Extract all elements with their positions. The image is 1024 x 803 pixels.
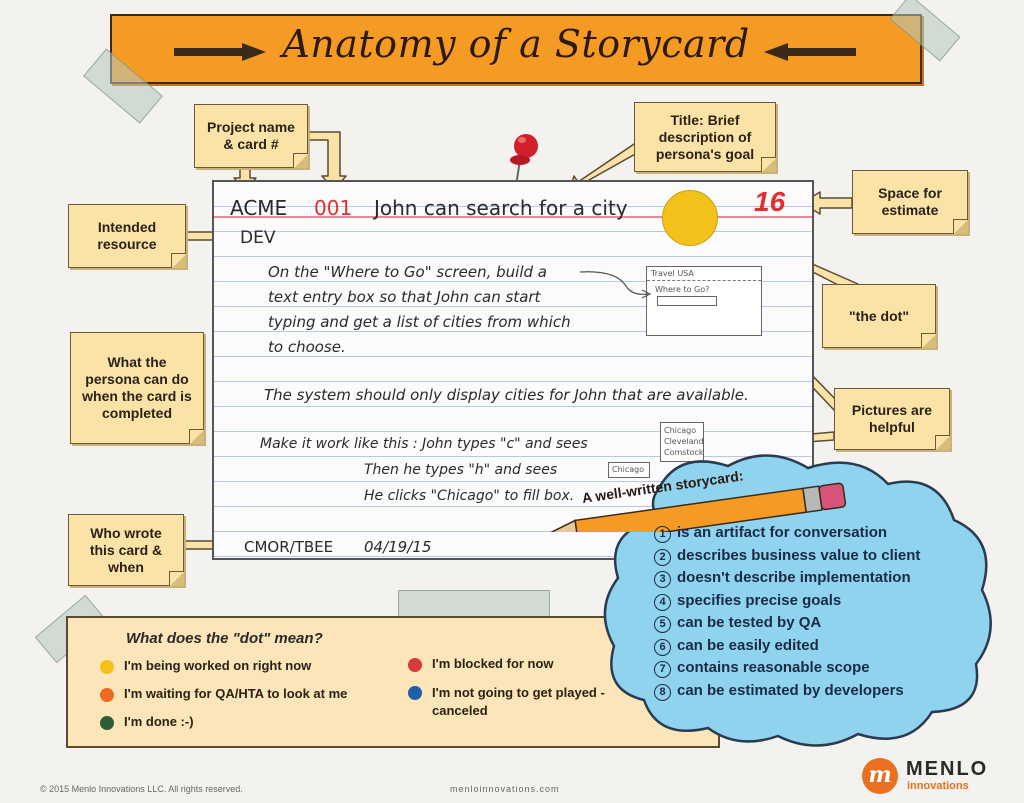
card-date: 04/19/15 bbox=[364, 538, 432, 556]
checklist-number: 2 bbox=[654, 548, 671, 566]
checklist-item: 1 is an artifact for conversation bbox=[654, 524, 920, 547]
card-body: On the "Where to Go" screen, build a tex… bbox=[268, 260, 571, 360]
note-who-wrote: Who wrote this card & when bbox=[68, 514, 184, 586]
sketch-dropdown-item: Chicago bbox=[664, 426, 697, 435]
sketch-dropdown-h: Chicago bbox=[608, 462, 650, 478]
note-resource: Intended resource bbox=[68, 204, 186, 268]
dot-orange-icon bbox=[100, 687, 114, 702]
sketch-screen-label: Where to Go? bbox=[655, 285, 710, 294]
note-estimate-text: Space for estimate bbox=[878, 185, 942, 218]
card-line-types-c: Make it work like this : John types "c" … bbox=[260, 436, 588, 452]
checklist-text: is an artifact for conversation bbox=[677, 524, 888, 541]
sketch-dropdown-c: Chicago Cleveland Comstock bbox=[660, 422, 704, 462]
checklist-text: can be tested by QA bbox=[677, 614, 822, 631]
checklist-number: 7 bbox=[654, 661, 671, 678]
legend-item-canceled: I'm not going to get played - canceled bbox=[408, 684, 628, 720]
legend-label: I'm blocked for now bbox=[432, 656, 554, 671]
note-resource-text: Intended resource bbox=[97, 219, 157, 252]
dot-yellow-icon bbox=[100, 659, 114, 674]
legend-label: I'm done :-) bbox=[124, 714, 194, 729]
card-title: John can search for a city bbox=[374, 196, 628, 220]
website-url: menloinnovations.com bbox=[450, 784, 560, 794]
checklist-cloud bbox=[603, 454, 992, 747]
checklist-item: 3 doesn't describe implementation bbox=[654, 569, 920, 592]
sketch-pointer-arrow bbox=[579, 271, 652, 299]
dot-red-icon bbox=[408, 657, 422, 672]
sketch-dropdown-item: Cleveland bbox=[664, 437, 704, 446]
legend-item-blocked: I'm blocked for now bbox=[408, 656, 554, 672]
legend-item-done: I'm done :-) bbox=[100, 714, 194, 730]
status-dot bbox=[662, 190, 718, 246]
title-banner: Anatomy of a Storycard bbox=[110, 14, 922, 84]
card-line-clicks: He clicks "Chicago" to fill box. bbox=[364, 488, 575, 504]
left-arrow-decoration bbox=[174, 43, 266, 61]
note-persona: What the persona can do when the card is… bbox=[70, 332, 204, 444]
menlo-logo-icon: m bbox=[862, 758, 898, 794]
note-persona-text: What the persona can do when the card is… bbox=[82, 354, 192, 421]
checklist: 1 is an artifact for conversation 2 descri… bbox=[654, 524, 920, 704]
banner-title: Anatomy of a Storycard bbox=[282, 22, 750, 66]
checklist-item: 5 can be tested by QA bbox=[654, 614, 920, 637]
card-number: 001 bbox=[314, 196, 353, 220]
checklist-text: can be estimated by developers bbox=[677, 681, 904, 699]
sketch-screen-input bbox=[657, 296, 717, 306]
checklist-item: 8 can be estimated by developers bbox=[654, 682, 920, 705]
note-the-dot: "the dot" bbox=[822, 284, 936, 348]
checklist-number: 1 bbox=[654, 526, 671, 543]
note-the-dot-text: "the dot" bbox=[849, 307, 909, 324]
dot-blue-icon bbox=[408, 686, 422, 700]
checklist-number: 4 bbox=[654, 593, 671, 611]
pushpin-icon bbox=[510, 134, 538, 187]
legend-title: What does the "dot" mean? bbox=[126, 630, 323, 647]
sketch-screen-title: Travel USA bbox=[647, 267, 761, 281]
checklist-text: describes business value to client bbox=[677, 546, 921, 564]
note-title-text: Title: Brief description of persona's go… bbox=[655, 111, 755, 162]
card-line-available: The system should only display cities fo… bbox=[264, 386, 749, 404]
sketch-where-to-go-screen: Travel USA Where to Go? bbox=[646, 266, 762, 336]
sketch-dropdown-item: Chicago bbox=[612, 465, 645, 474]
note-project-name: Project name & card # bbox=[194, 104, 308, 168]
card-line-types-h: Then he types "h" and sees bbox=[364, 462, 558, 478]
logo-name: MENLO bbox=[906, 758, 989, 780]
legend-item-waiting: I'm waiting for QA/HTA to look at me bbox=[100, 686, 347, 702]
checklist-text: specifies precise goals bbox=[677, 591, 842, 609]
card-author: CMOR/TBEE bbox=[244, 538, 334, 556]
checklist-number: 8 bbox=[654, 683, 671, 701]
checklist-number: 6 bbox=[654, 638, 671, 656]
sketch-dropdown-item: Comstock bbox=[664, 448, 704, 457]
logo-subtitle: innovations bbox=[907, 780, 969, 792]
legend-item-working: I'm being worked on right now bbox=[100, 658, 311, 674]
legend-label: I'm waiting for QA/HTA to look at me bbox=[124, 686, 348, 701]
copyright: © 2015 Menlo Innovations LLC. All rights… bbox=[40, 784, 243, 794]
legend-label: I'm being worked on right now bbox=[124, 658, 312, 673]
card-body-line: text entry box so that John can start bbox=[268, 288, 541, 306]
note-estimate: Space for estimate bbox=[852, 170, 968, 234]
note-pictures-text: Pictures are helpful bbox=[851, 402, 933, 435]
right-arrow-decoration bbox=[764, 43, 856, 61]
pencil-icon bbox=[538, 482, 847, 532]
note-title: Title: Brief description of persona's go… bbox=[634, 102, 776, 172]
card-body-line: typing and get a list of cities from whi… bbox=[268, 313, 571, 331]
checklist-text: doesn't describe implementation bbox=[677, 569, 911, 586]
checklist-item: 7 contains reasonable scope bbox=[654, 659, 920, 682]
checklist-number: 5 bbox=[654, 616, 671, 633]
storycard: ACME 001 John can search for a city 16 D… bbox=[212, 180, 814, 560]
card-header-rule bbox=[214, 216, 812, 218]
card-project-name: ACME bbox=[230, 196, 288, 220]
card-body-line: On the "Where to Go" screen, build a bbox=[268, 263, 547, 281]
checklist-item: 6 can be easily edited bbox=[654, 637, 920, 660]
note-pictures: Pictures are helpful bbox=[834, 388, 950, 450]
card-estimate: 16 bbox=[754, 186, 786, 217]
checklist-item: 4 specifies precise goals bbox=[654, 592, 920, 615]
note-who-wrote-text: Who wrote this card & when bbox=[89, 524, 163, 575]
legend-label: I'm not going to get played - canceled bbox=[432, 685, 605, 718]
checklist-text: can be easily edited bbox=[677, 636, 819, 654]
card-resource: DEV bbox=[240, 228, 276, 248]
checklist-number: 3 bbox=[654, 571, 671, 588]
checklist-text: contains reasonable scope bbox=[677, 659, 870, 676]
dot-green-icon bbox=[100, 715, 114, 730]
card-body-line: to choose. bbox=[268, 338, 346, 356]
checklist-item: 2 describes business value to client bbox=[654, 547, 920, 570]
note-project-name-text: Project name & card # bbox=[207, 119, 295, 152]
